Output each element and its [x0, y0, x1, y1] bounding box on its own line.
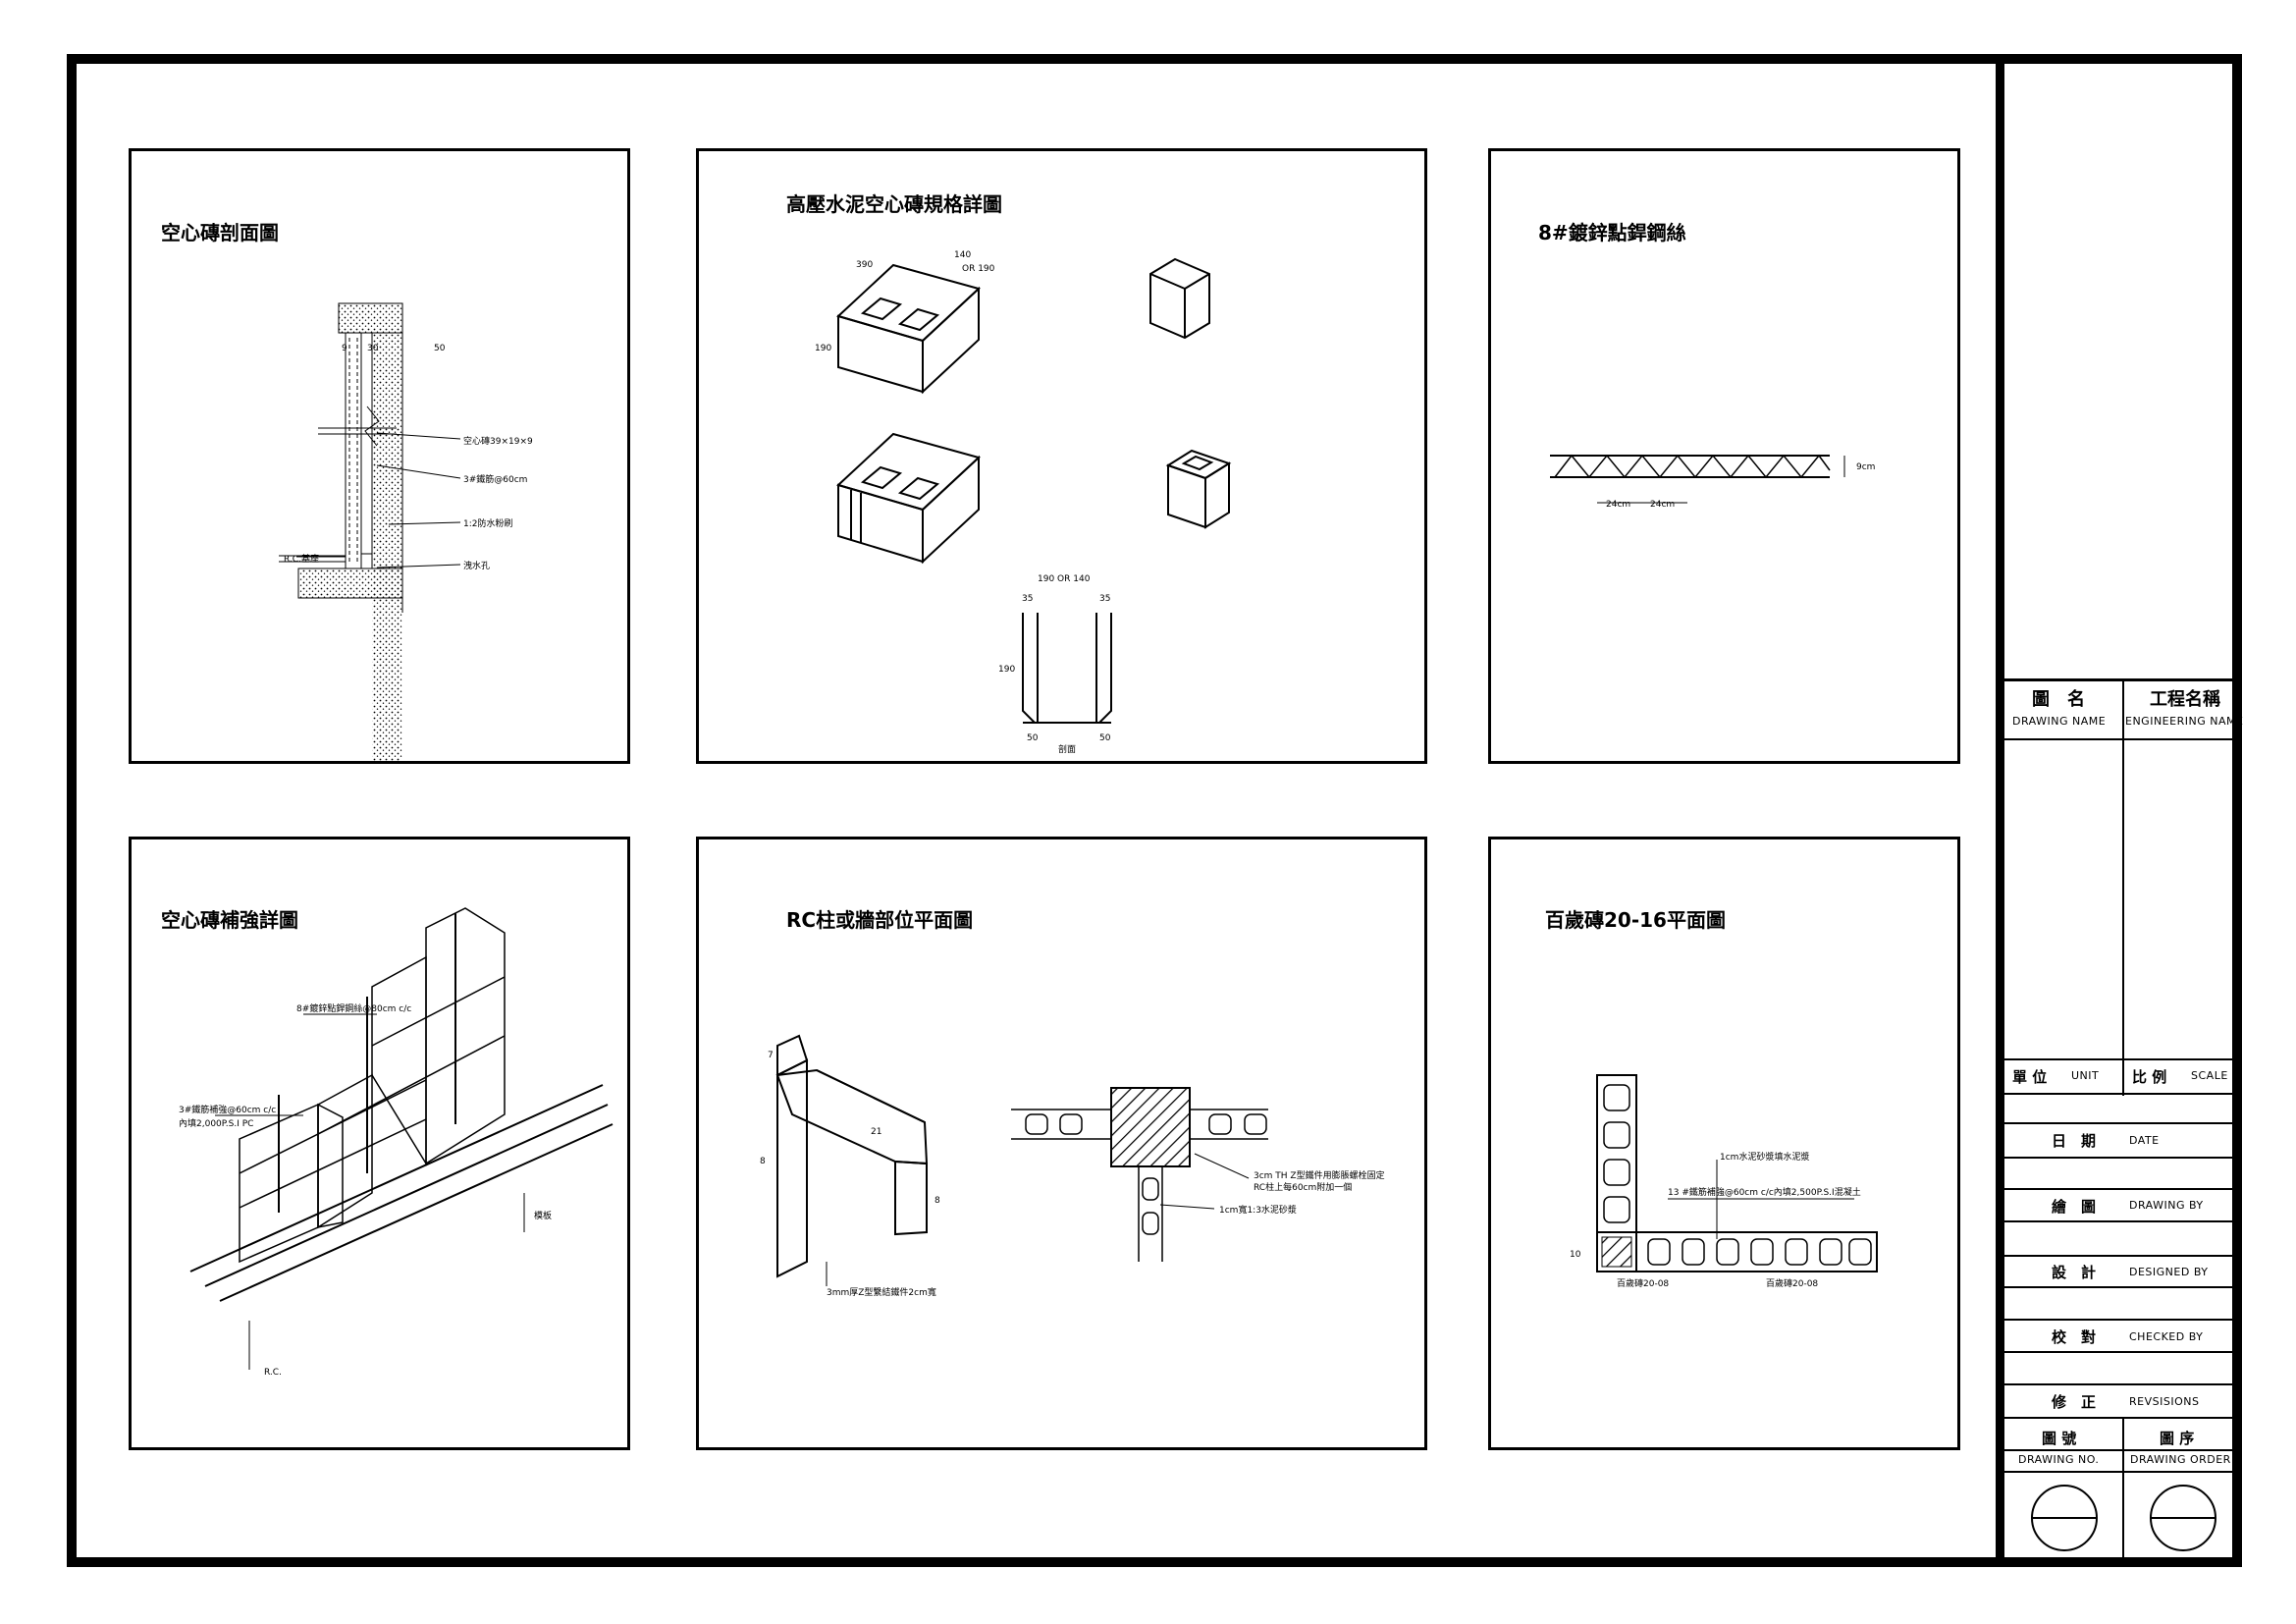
tb-rule [2004, 1093, 2240, 1095]
tb-drawing-order-en: DRAWING ORDER [2130, 1453, 2231, 1466]
dim-21: 21 [871, 1127, 881, 1137]
tb-engineering-name-zh: 工程名稱 [2150, 689, 2220, 710]
dim-390: 390 [856, 260, 873, 270]
tb-rule [2004, 1058, 2240, 1060]
tb-drawing-no-zh: 圖 號 [2042, 1430, 2077, 1447]
panel-rc-plan: RC柱或牆部位平面圖 7 8 21 8 3mm厚Z型繫結鐵件2cm寬 [696, 837, 1427, 1450]
dim-9: 9 [342, 344, 347, 353]
panel-title: 空心磚剖面圖 [161, 221, 279, 244]
callout-weephole: 洩水孔 [463, 560, 490, 571]
panel-title: 百歲磚20-16平面圖 [1545, 908, 1726, 932]
tb-drawn-zh: 繪 圖 [2052, 1198, 2097, 1216]
dim-50-left: 50 [1027, 733, 1039, 743]
dim-7: 7 [768, 1051, 774, 1060]
drawing-order-circle-icon [2150, 1485, 2216, 1551]
baisui-drawing: 10 1cm水泥砂漿填水泥漿 13 #鐵筋補強@60cm c/c內填2,500P… [1570, 1074, 1878, 1289]
callout-z-bolt: 3cm TH Z型鐵件用膨脹螺栓固定 [1254, 1169, 1385, 1181]
tb-number-circles [2031, 1485, 2216, 1551]
panel-hollow-section: 空心磚剖面圖 9 30 50 空心磚39×19×9 3#鐵筋@60cm [129, 148, 630, 764]
tb-drawing-order-zh: 圖 序 [2160, 1430, 2195, 1447]
drawing-no-circle-icon [2031, 1485, 2098, 1551]
callout-wire: 8#鍍鋅點銲鋼絲@80cm c/c [296, 1002, 411, 1014]
dim-140: 140 [954, 250, 971, 260]
dim-190-height: 190 [998, 665, 1015, 675]
dim-or-190: OR 190 [962, 264, 995, 274]
callout-concrete: 內填2,000P.S.I PC [179, 1117, 253, 1129]
callout-rc-every-60: RC柱上每60cm附加一個 [1254, 1181, 1352, 1193]
tb-rule [2004, 1286, 2240, 1288]
callout-mortar: 1cm寬1:3水泥砂漿 [1219, 1204, 1297, 1216]
dim-9cm: 9cm [1856, 462, 1875, 472]
tb-rule [2004, 1122, 2240, 1124]
tb-rule [2004, 1255, 2240, 1257]
tb-checked-en: CHECKED BY [2129, 1330, 2204, 1343]
panel-title: 高壓水泥空心磚規格詳圖 [786, 192, 1002, 216]
tb-rule [2004, 1383, 2240, 1385]
tb-designed-en: DESIGNED BY [2129, 1266, 2209, 1278]
tb-rule [2004, 1188, 2240, 1190]
callout-brick-b: 百歲磚20-08 [1766, 1277, 1818, 1289]
callout-block-size: 空心磚39×19×9 [463, 435, 533, 447]
drawing-border [67, 54, 2242, 1567]
tb-revision-zh: 修 正 [2052, 1393, 2097, 1411]
wire-drawing: 9cm 24cm 24cm [1550, 454, 1875, 510]
tb-rule [2004, 1157, 2240, 1159]
dim-50-right: 50 [1099, 733, 1111, 743]
callout-rebar: 3#鐵筋補強@60cm c/c [179, 1104, 276, 1115]
reinforce-drawing: R.C. 8#鍍鋅點銲鋼絲@80cm c/c 3#鐵筋補強@60cm c/c 內… [179, 907, 614, 1378]
panel-baisui: 百歲磚20-16平面圖 10 1cm水泥砂漿填水泥漿 13 #鐵筋補強@60cm… [1488, 837, 1960, 1450]
tb-rule [2122, 678, 2124, 1096]
dim-190-or-140: 190 OR 140 [1038, 574, 1091, 584]
callout-rebar: 3#鐵筋@60cm [463, 473, 527, 485]
panel-wire: 8#鍍鋅點銲鋼絲 9cm 24cm 24cm [1488, 148, 1960, 764]
panel-title: RC柱或牆部位平面圖 [786, 908, 974, 932]
tb-drawing-name-zh: 圖 名 [2032, 689, 2085, 710]
tb-unit-en: UNIT [2071, 1069, 2100, 1082]
dim-35-right: 35 [1099, 594, 1110, 604]
tb-scale-en: SCALE [2191, 1069, 2228, 1082]
callout-rc-base: R.C.基座 [284, 553, 319, 565]
tb-revision-en: REVSISIONS [2129, 1395, 2200, 1408]
dim-24cm-a: 24cm [1606, 500, 1630, 510]
tb-checked-zh: 校 對 [2052, 1328, 2097, 1346]
rc-plan-drawing: 7 8 21 8 3mm厚Z型繫結鐵件2cm寬 3cm TH Z型鐵件用膨脹螺栓… [760, 1034, 1385, 1298]
tb-rule [2004, 1351, 2240, 1353]
callout-mortar-fill: 1cm水泥砂漿填水泥漿 [1720, 1151, 1809, 1163]
dim-190: 190 [815, 344, 831, 353]
tb-drawn-en: DRAWING BY [2129, 1199, 2204, 1212]
dim-30: 30 [367, 344, 379, 353]
tb-drawing-no-en: DRAWING NO. [2018, 1453, 2100, 1466]
title-block-divider [1996, 54, 2004, 1567]
block-spec-drawing: 390 140 OR 190 190 [815, 250, 1232, 755]
tb-engineering-name-en: ENGINEERING NAME [2125, 715, 2244, 728]
dim-50: 50 [434, 344, 446, 353]
tb-scale-zh: 比 例 [2132, 1068, 2167, 1086]
tb-rule [2122, 1417, 2124, 1562]
dim-35-left: 35 [1022, 594, 1033, 604]
callout-z-tie: 3mm厚Z型繫結鐵件2cm寬 [827, 1286, 936, 1298]
tb-unit-zh: 單 位 [2012, 1068, 2048, 1086]
tb-drawing-name-en: DRAWING NAME [2012, 715, 2107, 728]
callout-rc: R.C. [264, 1368, 282, 1378]
callout-brick-a: 百歲磚20-08 [1617, 1277, 1669, 1289]
callout-waterproof: 1:2防水粉刷 [463, 517, 513, 529]
panel-title: 8#鍍鋅點銲鋼絲 [1538, 221, 1686, 244]
dim-8-right: 8 [934, 1196, 940, 1206]
section-label: 剖面 [1058, 743, 1076, 755]
panel-reinforce: 空心磚補強詳圖 R.C. 8#鍍鋅點銲鋼絲@80cm c/c 3#鐵筋 [129, 837, 630, 1450]
panel-block-spec: 高壓水泥空心磚規格詳圖 390 140 OR 190 190 [696, 148, 1427, 764]
hollow-section-drawing: 9 30 50 空心磚39×19×9 3#鐵筋@60cm 1:2防水粉刷 R.C… [279, 302, 533, 761]
dim-24cm-b: 24cm [1650, 500, 1675, 510]
tb-rule [2004, 1220, 2240, 1222]
panel-title: 空心磚補強詳圖 [161, 908, 298, 932]
callout-rebar-concrete: 13 #鐵筋補強@60cm c/c內填2,500P.S.I混凝土 [1668, 1186, 1861, 1198]
tb-date-zh: 日 期 [2052, 1132, 2097, 1150]
dim-8-left: 8 [760, 1157, 766, 1166]
callout-formwork: 模板 [534, 1210, 552, 1221]
tb-date-en: DATE [2129, 1134, 2160, 1147]
dim-10: 10 [1570, 1250, 1581, 1260]
title-block: 圖 名 DRAWING NAME 工程名稱 ENGINEERING NAME 單… [2004, 59, 2244, 1562]
tb-rule [2004, 1319, 2240, 1321]
tb-designed-zh: 設 計 [2052, 1264, 2097, 1281]
